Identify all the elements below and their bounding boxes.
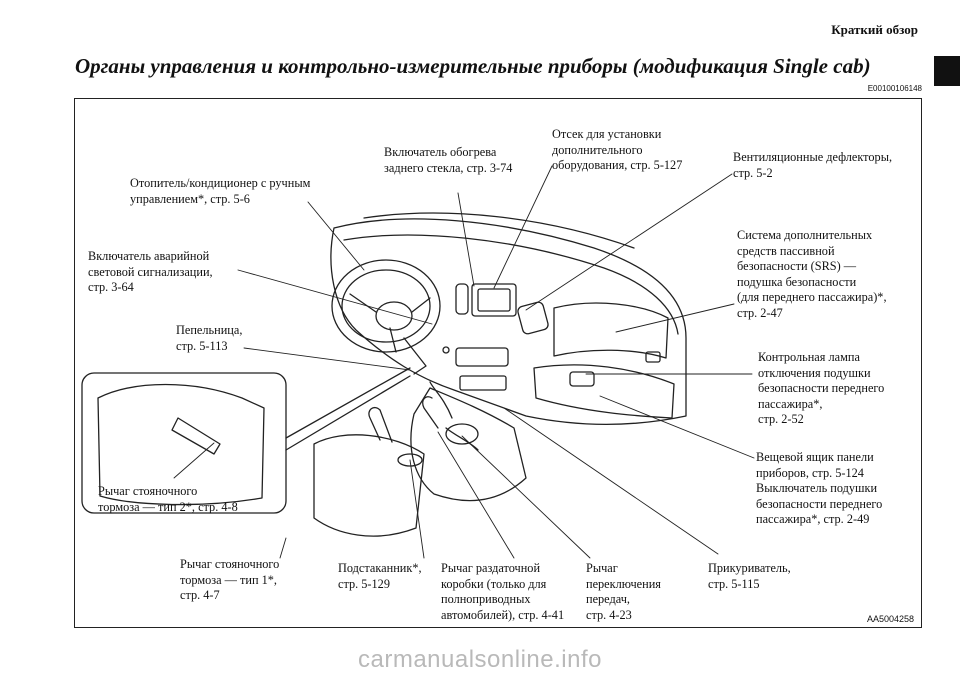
steering-column — [403, 337, 427, 375]
inset-console-shape — [97, 383, 265, 506]
watermark: carmanualsonline.info — [358, 646, 602, 673]
center-console — [410, 387, 527, 502]
label-ventilation: Вентиляционные дефлекторы, стр. 5-2 — [733, 150, 893, 180]
label-accessory-compartment: Отсек для установки дополнительного обор… — [552, 127, 683, 172]
windshield-base — [363, 212, 635, 249]
page-title: Органы управления и контрольно-измерител… — [75, 54, 871, 78]
transfer-lever — [422, 396, 439, 429]
passenger-vent — [645, 351, 661, 363]
vent-center-right — [517, 301, 549, 335]
inset-brake-handle — [171, 417, 221, 455]
label-parking-brake-type1: Рычаг стояночного тормоза — тип 1*, стр.… — [180, 557, 280, 602]
seat-console — [313, 434, 425, 537]
label-gear-lever: Рычаг переключения передач, стр. 4-23 — [586, 561, 661, 622]
vent-center-left — [455, 283, 469, 315]
label-transfer-lever: Рычаг раздаточной коробки (только для по… — [441, 561, 565, 622]
climate-knob — [442, 346, 450, 354]
label-ashtray: Пепельница, стр. 5-113 — [176, 323, 243, 353]
gear-knob — [445, 423, 479, 445]
parking-brake-lever — [368, 406, 393, 443]
label-glovebox: Вещевой ящик панели приборов, стр. 5-124… — [756, 450, 883, 526]
section-title: Краткий обзор — [831, 22, 918, 37]
radio-slot — [455, 347, 509, 367]
label-cigarette-lighter: Прикуриватель, стр. 5-115 — [708, 561, 791, 591]
steering-wheel — [331, 259, 441, 353]
accessory-display-inner — [477, 288, 511, 312]
document-code: E00100106148 — [867, 84, 922, 93]
leader-lines — [173, 165, 755, 559]
srs-airbag-panel — [553, 302, 669, 359]
climate-panel — [459, 375, 507, 391]
steering-hub — [375, 301, 413, 331]
label-rear-defogger: Включатель обогрева заднего стекла, стр.… — [384, 145, 513, 175]
label-heater-ac: Отопитель/кондиционер с ручным управлени… — [130, 176, 311, 206]
label-hazard-switch: Включатель аварийной световой сигнализац… — [88, 249, 213, 294]
dashboard-top-edge — [343, 234, 679, 335]
dashboard-outline — [330, 218, 687, 425]
label-parking-brake-type2: Рычаг стояночного тормоза — тип 2*, стр.… — [98, 484, 238, 514]
inset-connector-2 — [285, 375, 411, 451]
label-cup-holder: Подстаканник*, стр. 5-129 — [338, 561, 422, 591]
steering-wheel-inner — [341, 269, 431, 343]
dashboard-illustration — [81, 165, 755, 559]
glovebox-handle — [569, 371, 595, 387]
inset-connector — [285, 367, 411, 439]
gear-lever — [429, 381, 479, 451]
accessory-display — [471, 283, 517, 317]
cup-holder — [397, 453, 423, 467]
label-srs-airbag: Система дополнительных средств пассивной… — [737, 228, 887, 320]
image-code: AA5004258 — [866, 614, 914, 624]
label-airbag-indicator: Контрольная лампа отключения подушки без… — [758, 350, 885, 426]
glovebox — [533, 364, 675, 419]
figure-frame — [74, 98, 922, 628]
inset-parking-brake-type2 — [81, 372, 287, 514]
steering-spoke — [349, 293, 431, 353]
section-tab-marker — [934, 56, 960, 86]
